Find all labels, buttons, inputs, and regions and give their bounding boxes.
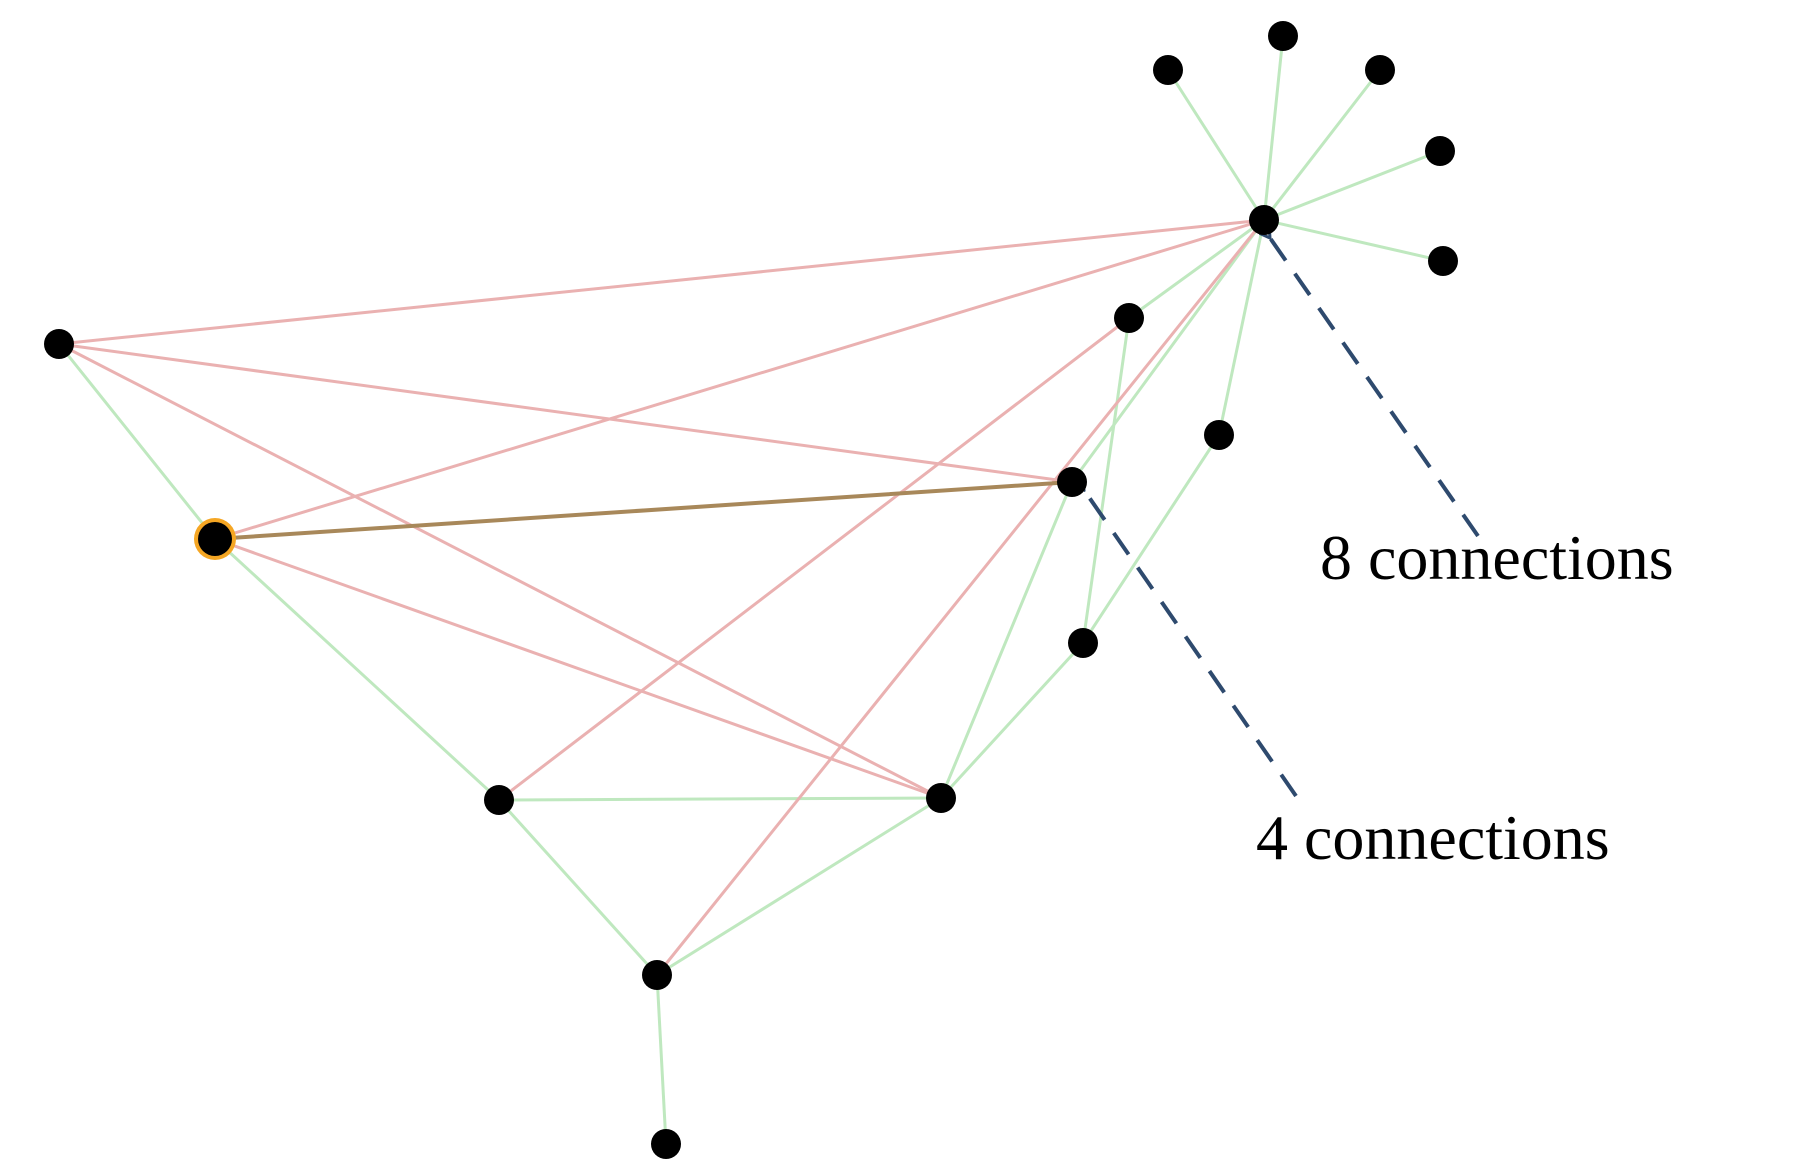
node-s3 [1365,55,1395,85]
node-b [1204,420,1234,450]
node-s4 [1425,136,1455,166]
edge-hub-s4 [1262,149,1442,222]
node-s5 [1428,246,1458,276]
edge-bottom-leaf [655,973,668,1146]
edge-r-bottom [655,796,943,977]
edge-L-hub [57,218,1266,346]
node-d [1068,628,1098,658]
edge-bottom-hub [655,218,1266,977]
edge-L-c [57,342,1074,484]
edge-L-sel [57,342,217,541]
hub-connections-label: 8 connections [1320,522,1674,593]
edge-hub-s1 [1166,68,1266,222]
edge-b-d [1081,433,1221,645]
node-L [44,329,74,359]
edge-sel-r [213,537,943,800]
node-hub [1249,205,1279,235]
node-r [926,783,956,813]
node-bottom [642,960,672,990]
node-sel [198,522,232,556]
edges-layer [57,34,1445,1146]
node-s2 [1268,21,1298,51]
edge-r-d [939,641,1085,800]
edge-r-c [939,480,1074,800]
edge-sel-m [213,537,501,802]
annotation-arrows [1084,238,1480,798]
mid-connections-label: 4 connections [1256,802,1610,873]
edge-sel-c [213,480,1074,541]
node-a [1114,303,1144,333]
edge-m-bottom [497,798,659,977]
mid-annotation-arrow [1084,490,1298,798]
node-c [1057,467,1087,497]
node-m [484,785,514,815]
edge-hub-s3 [1262,68,1382,222]
edge-hub-s2 [1262,34,1285,222]
edge-hub-s5 [1262,218,1445,263]
nodes-layer [44,21,1458,1159]
hub-annotation-arrow [1270,238,1480,538]
edge-sel-hub [213,218,1266,541]
edge-a-d [1081,316,1131,645]
node-s1 [1153,55,1183,85]
edge-L-r [57,342,943,800]
edge-hub-b [1217,218,1266,437]
edge-hub-c [1070,218,1266,484]
node-leaf [651,1129,681,1159]
edge-hub-a [1127,218,1266,320]
edge-m-a [497,316,1131,802]
edge-m-r [497,796,943,802]
